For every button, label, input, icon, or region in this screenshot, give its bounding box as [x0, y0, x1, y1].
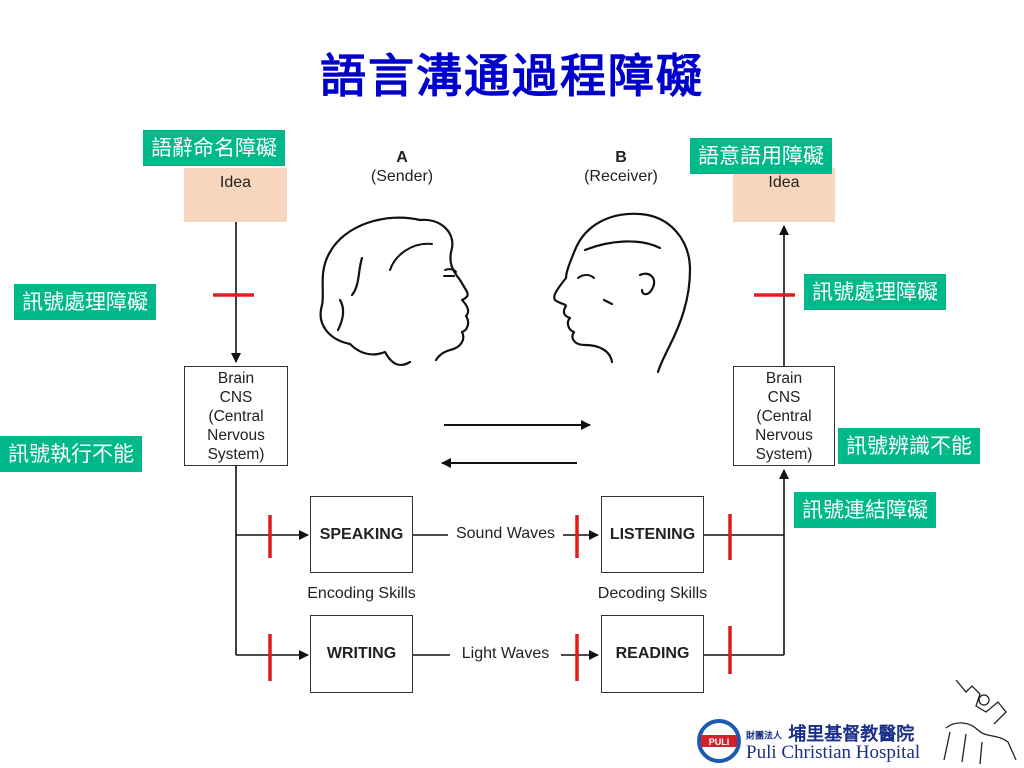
- tag-semantic-naming: 語辭命名障礙: [143, 130, 285, 166]
- receiver-idea-label: Idea: [768, 174, 800, 191]
- tag-signal-processing-left: 訊號處理障礙: [14, 284, 156, 320]
- speaking-box: SPEAKING: [310, 496, 413, 573]
- hospital-emblem-icon: PULI: [697, 719, 741, 763]
- hospital-logo: PULI 財團法人 埔里基督教醫院 Puli Christian Hospita…: [696, 718, 936, 764]
- brain-line: (Central: [208, 408, 264, 425]
- logo-name-en: Puli Christian Hospital: [746, 742, 921, 763]
- encoding-skills-label: Encoding Skills: [307, 585, 416, 602]
- sender-brain-box: Brain CNS (Central Nervous System): [184, 366, 288, 466]
- brain-line: System): [755, 446, 813, 463]
- decoding-skills-label: Decoding Skills: [597, 585, 708, 602]
- receiver-brain-box: Brain CNS (Central Nervous System): [733, 366, 835, 466]
- decorative-figure-illustration: [943, 679, 1017, 765]
- sound-waves-label: Sound Waves: [455, 525, 555, 542]
- brain-line: Nervous: [755, 427, 813, 444]
- brain-line: CNS: [219, 389, 253, 406]
- tag-signal-execution: 訊號執行不能: [0, 436, 142, 472]
- brain-line: Brain: [765, 370, 803, 387]
- receiver-idea-box: Idea: [733, 168, 835, 222]
- brain-line: (Central: [756, 408, 812, 425]
- sender-letter: A: [396, 149, 408, 166]
- brain-line: Brain: [217, 370, 255, 387]
- logo-org-small: 財團法人: [746, 731, 783, 742]
- brain-line: Nervous: [207, 427, 265, 444]
- tag-semantic-pragmatic: 語意語用障礙: [690, 138, 832, 174]
- logo-name-zh-text: 埔里基督教醫院: [788, 724, 915, 745]
- sender-face-illustration: [319, 216, 470, 366]
- sender-role: (Sender): [370, 168, 434, 185]
- page-title: 語言溝通過程障礙: [320, 49, 704, 103]
- sender-label: A (Sender): [352, 148, 452, 186]
- receiver-face-illustration: [553, 212, 692, 374]
- brain-line: CNS: [767, 389, 801, 406]
- sender-idea-label: Idea: [219, 174, 252, 191]
- reading-box: READING: [601, 615, 704, 693]
- listening-box: LISTENING: [601, 496, 704, 573]
- writing-box: WRITING: [310, 615, 413, 693]
- logo-name-zh: 財團法人 埔里基督教醫院: [746, 720, 914, 746]
- light-waves-label: Light Waves: [461, 645, 550, 662]
- tag-signal-connection: 訊號連結障礙: [794, 492, 936, 528]
- sender-idea-box: Idea: [184, 168, 287, 222]
- receiver-letter: B: [615, 149, 627, 166]
- logo-badge-text: PULI: [709, 737, 730, 747]
- receiver-label: B (Receiver): [571, 148, 671, 186]
- brain-line: System): [207, 446, 265, 463]
- tag-signal-recognition: 訊號辨識不能: [838, 428, 980, 464]
- receiver-role: (Receiver): [584, 168, 658, 185]
- tag-signal-processing-right: 訊號處理障礙: [804, 274, 946, 310]
